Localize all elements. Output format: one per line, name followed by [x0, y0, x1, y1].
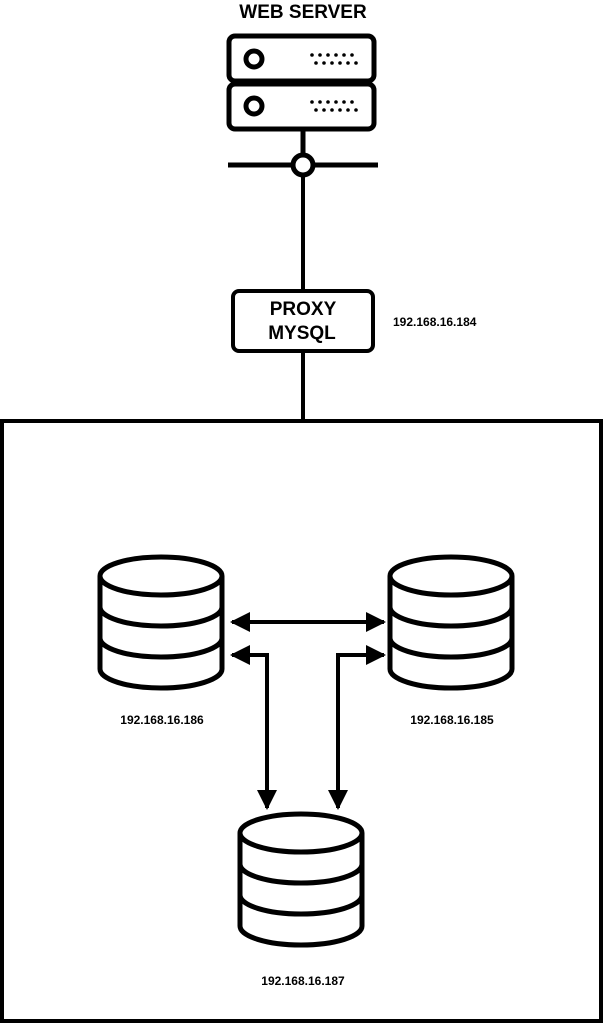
- web-server-icon: [226, 33, 378, 178]
- database-bottom-ip-label: 192.168.16.187: [261, 974, 345, 988]
- database-cluster-container: [0, 419, 603, 1023]
- proxy-ip-label: 192.168.16.184: [393, 315, 477, 329]
- database-icon-bottom: [237, 811, 365, 948]
- replication-arrow-left-bottom: [230, 645, 277, 810]
- database-icon-right: [387, 554, 515, 691]
- web-server-title: WEB SERVER: [239, 2, 367, 23]
- database-left-ip-label: 192.168.16.186: [120, 713, 204, 727]
- database-icon-left: [97, 554, 225, 691]
- database-right-ip-label: 192.168.16.185: [410, 713, 494, 727]
- replication-arrow-right-bottom: [328, 645, 386, 810]
- proxy-label-line2: MYSQL: [268, 323, 336, 344]
- proxy-label-line1: PROXY: [270, 299, 337, 320]
